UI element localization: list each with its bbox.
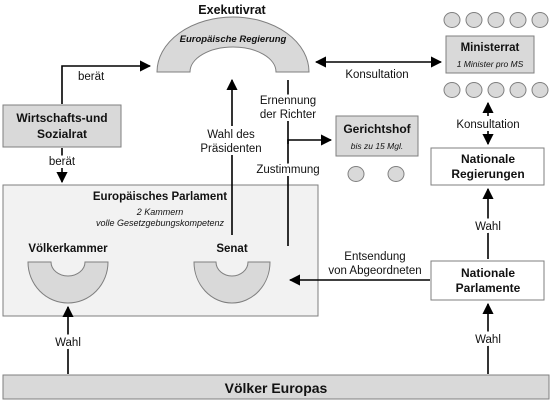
label-wahl-praes-1: Wahl des [207,129,255,141]
label-konsultation-top: Konsultation [345,69,408,81]
peoples-bar [2,374,550,400]
chamber-left-label: Völkerkammer [28,243,108,255]
parliament-subtitle-2: volle Gesetzgebungskompetenz [96,218,225,228]
label-beraet-top: berät [78,71,105,83]
executive-subtitle: Europäische Regierung [180,34,287,45]
ministerrat-title: Ministerrat [461,42,520,54]
chamber-right-shape [193,261,271,304]
parliament-subtitle-1: 2 Kammern [136,207,184,217]
label-entsendung-1: Entsendung [344,251,405,263]
gerichtshof-title: Gerichtshof [343,122,411,136]
label-wahl-right-bottom: Wahl [475,334,501,346]
wirtschaftsrat-line1: Wirtschafts-und [16,111,107,125]
label-wahl-left: Wahl [55,337,81,349]
arrow-labels: berät berät Konsultation Konsultation Er… [46,69,523,352]
national-parliaments-box [430,260,545,301]
arrow-zustimmung [287,134,333,246]
ministerrat-top-dots [443,12,549,28]
label-wahl-right-top: Wahl [475,221,501,233]
gerichtshof-box [335,115,419,157]
executive-arch-shape [156,16,310,73]
label-beraet-bottom: berät [49,156,76,168]
label-ernennung-2: der Richter [260,109,316,121]
national-parliaments-line1: Nationale [461,266,515,280]
wirtschaftsrat-box [2,104,122,148]
peoples-label: Völker Europas [225,380,328,396]
national-governments-line2: Regierungen [451,167,524,181]
ministerrat-subtitle: 1 Minister pro MS [457,59,524,69]
label-konsultation-right: Konsultation [456,119,519,131]
parliament-title: Europäisches Parlament [93,191,227,203]
wirtschaftsrat-line2: Sozialrat [37,127,87,141]
national-governments-line1: Nationale [461,152,515,166]
gerichtshof-subtitle: bis zu 15 Mgl. [351,141,403,151]
label-ernennung-1: Ernennung [260,95,316,107]
chamber-right-label: Senat [216,243,247,255]
ministerrat-bottom-dots [443,82,549,98]
arrow-beraet-executive [61,60,152,104]
national-governments-box [430,147,545,186]
ministerrat-box [445,35,535,74]
gerichtshof-dots [347,166,405,182]
label-entsendung-2: von Abgeordneten [328,265,421,277]
label-zustimmung: Zustimmung [256,164,319,176]
national-parliaments-line2: Parlamente [456,281,521,295]
label-wahl-praes-2: Präsidenten [200,143,261,155]
arrows [56,56,494,374]
chamber-left-shape [27,261,109,304]
executive-title: Exekutivrat [198,3,266,17]
